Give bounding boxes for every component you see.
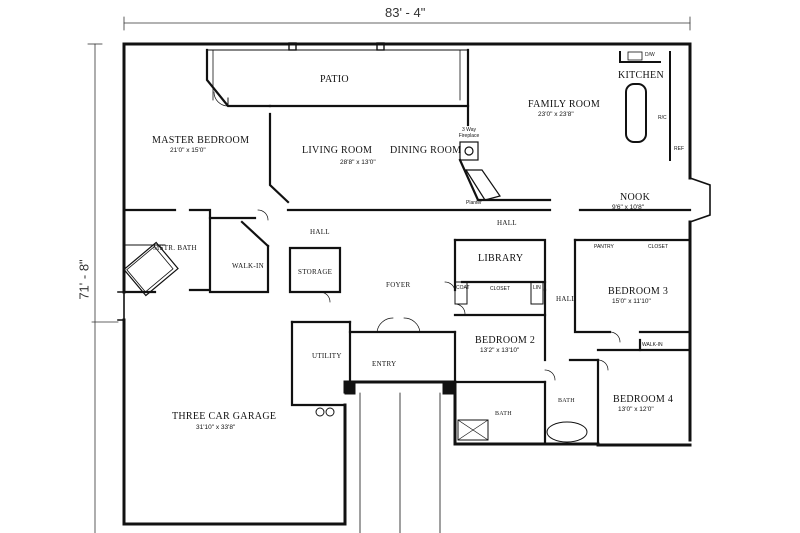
range-cooktop-note: R/C [658,115,667,121]
bath-label-2: BATH [558,398,575,404]
entry-label: ENTRY [372,360,397,368]
nook-label: NOOK [620,192,651,203]
master-bath-label: MSTR. BATH [153,244,197,252]
walk-in-note: WALK-IN [642,342,663,348]
fireplace-note: 3 Way Fireplace [458,127,480,139]
dishwasher-note: D/W [645,52,655,58]
master-bedroom-dim: 21'0" x 15'0" [170,147,206,154]
hall-label-3: HALL [556,295,576,303]
pantry-note: PANTRY [594,244,614,250]
patio-label: PATIO [320,74,349,85]
foyer-label: FOYER [386,281,411,289]
hall-label-1: HALL [310,228,330,236]
living-room-dim: 28'8" x 13'0" [340,159,376,166]
dining-room-label: DINING ROOM [390,145,462,156]
coat-note: COAT [456,285,470,291]
bedroom-3-label: BEDROOM 3 [608,286,669,297]
kitchen-walls [619,51,671,161]
bedroom-3-dim: 15'0" x 11'10" [612,298,651,305]
living-room-label: LIVING ROOM [302,145,373,156]
closet-note-2: CLOSET [490,286,511,292]
bedroom2-bath-walls [453,313,692,446]
utility-label: UTILITY [312,352,342,360]
family-room-dim: 23'0" x 23'8" [538,111,574,118]
overall-width-label: 83' - 4" [385,5,426,20]
fireplace [459,141,501,201]
kitchen-label: KITCHEN [618,70,664,81]
bedroom-4-label: BEDROOM 4 [613,394,674,405]
nook-dim: 9'6" x 10'8" [612,204,645,211]
overall-depth-label: 71' - 8" [76,259,92,300]
master-walls [122,208,270,294]
bath-label-1: BATH [495,411,512,417]
bedroom-2-dim: 13'2" x 13'10" [480,347,520,354]
storage-walls [288,246,342,294]
hall-label-2: HALL [497,219,517,227]
closet-note-1: CLOSET [648,244,669,250]
walk-in-label: WALK-IN [232,262,265,270]
bedroom-4-dim: 13'0" x 12'0" [618,406,654,413]
door-swings [213,91,621,381]
garage-dim: 31'10" x 33'8" [196,424,236,431]
living-dining-walls [268,104,552,204]
family-room-label: FAMILY ROOM [528,99,601,110]
bedroom-2-label: BEDROOM 2 [475,335,536,346]
planter-note: Planter [466,200,482,206]
linen-note: LIN [533,285,541,291]
refrigerator-note: REF [674,146,684,152]
dimension-lines [87,16,691,533]
utility-entry-walls [290,320,457,407]
storage-label: STORAGE [298,268,333,276]
library-label: LIBRARY [478,253,524,264]
master-bedroom-label: MASTER BEDROOM [152,135,250,146]
garage-label: THREE CAR GARAGE [172,411,277,422]
